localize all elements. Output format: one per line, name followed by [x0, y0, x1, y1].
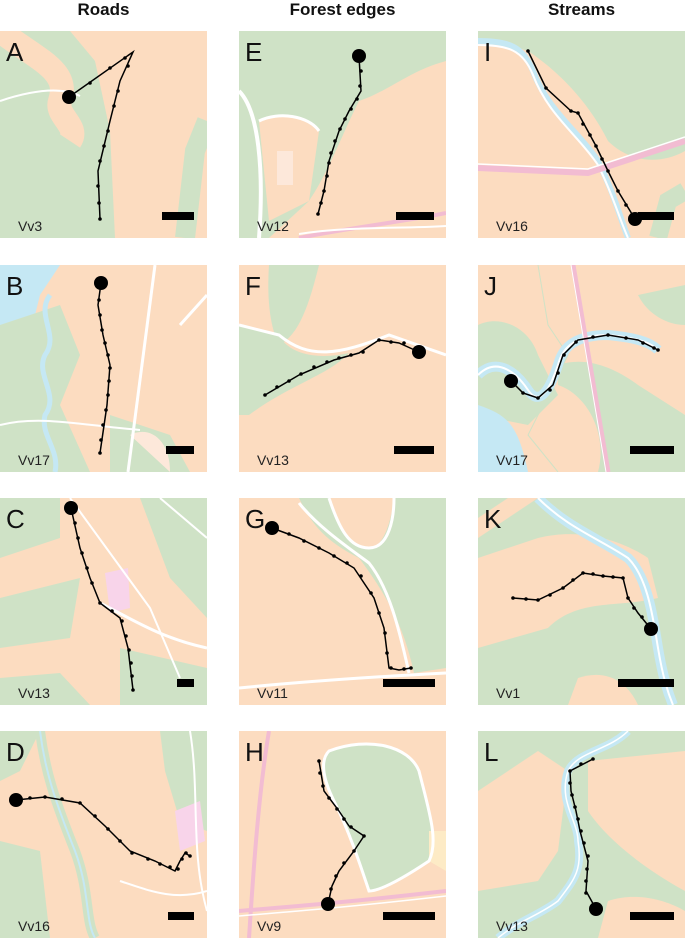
- trajectory-track-e: [316, 49, 366, 216]
- scale-bar: [162, 212, 194, 220]
- panel-letter: D: [6, 737, 25, 767]
- map-panel-a: A Vv3: [0, 31, 207, 238]
- panel-letter: K: [484, 504, 502, 534]
- map-k-svg: [478, 498, 685, 705]
- individual-id: Vv12: [257, 218, 289, 234]
- scale-bar: [394, 446, 434, 454]
- individual-id: Vv11: [257, 685, 288, 701]
- individual-id: Vv17: [496, 452, 528, 468]
- scale-bar: [396, 212, 434, 220]
- map-a-svg: [0, 31, 207, 238]
- map-g-svg: [239, 498, 446, 705]
- column-header-forest-edges: Forest edges: [289, 0, 396, 19]
- trajectory-track-h: [317, 759, 366, 911]
- panel-letter: G: [245, 504, 266, 534]
- column-header-roads: Roads: [77, 0, 130, 19]
- trajectory-track-d: [9, 793, 192, 873]
- scale-bar: [383, 679, 435, 687]
- scale-bar: [383, 912, 435, 920]
- individual-id: Vv3: [18, 218, 43, 234]
- individual-id: Vv13: [257, 452, 289, 468]
- map-i-svg: [478, 31, 685, 238]
- map-panel-e: E Vv12: [239, 31, 446, 238]
- panel-letter: C: [6, 504, 25, 534]
- panel-letter: B: [6, 271, 24, 301]
- map-f-svg: [239, 265, 446, 472]
- scale-bar: [638, 212, 674, 220]
- map-l-svg: [478, 731, 685, 938]
- panel-letter: F: [245, 271, 261, 301]
- trajectory-track-k: [511, 571, 658, 636]
- individual-id: Vv17: [18, 452, 50, 468]
- map-panel-c: C Vv13: [0, 498, 207, 705]
- map-panel-k: K Vv1: [478, 498, 685, 705]
- map-panel-d: D Vv16: [0, 731, 207, 938]
- trajectory-track-g: [265, 521, 413, 671]
- map-d-svg: [0, 731, 207, 938]
- scale-bar: [168, 912, 194, 920]
- individual-id: Vv13: [18, 685, 50, 701]
- trajectory-track-j: [504, 333, 660, 400]
- individual-id: Vv9: [257, 918, 282, 934]
- map-h-svg: [239, 731, 446, 938]
- panel-letter: A: [6, 37, 24, 67]
- individual-id: Vv1: [496, 685, 521, 701]
- map-panel-l: L Vv13: [478, 731, 685, 938]
- panel-letter: L: [484, 737, 499, 767]
- panel-letter: E: [245, 37, 263, 67]
- scale-bar: [166, 446, 194, 454]
- trajectory-track-b: [94, 276, 112, 455]
- map-c-svg: [0, 498, 207, 705]
- trajectory-track-i: [526, 49, 642, 226]
- trajectory-track-f: [263, 338, 426, 397]
- scale-bar: [630, 912, 674, 920]
- individual-id: Vv16: [18, 918, 50, 934]
- trajectory-track-c: [64, 501, 135, 692]
- trajectory-track-a: [62, 49, 135, 221]
- map-panel-i: I Vv16: [478, 31, 685, 238]
- map-panel-g: G Vv11: [239, 498, 446, 705]
- panel-letter: H: [245, 737, 264, 767]
- map-b-svg: [0, 265, 207, 472]
- trajectory-track-l: [568, 757, 603, 916]
- scale-bar: [618, 679, 674, 687]
- panel-letter: J: [484, 271, 497, 301]
- map-panel-b: B Vv17: [0, 265, 207, 472]
- panel-letter: I: [484, 37, 492, 67]
- map-panel-h: H Vv9: [239, 731, 446, 938]
- map-panel-f: F Vv13: [239, 265, 446, 472]
- individual-id: Vv16: [496, 218, 528, 234]
- column-header-streams: Streams: [547, 0, 616, 19]
- scale-bar: [177, 679, 194, 687]
- map-e-svg: [239, 31, 446, 238]
- map-j-svg: [478, 265, 685, 472]
- scale-bar: [630, 446, 674, 454]
- map-panel-j: J Vv17: [478, 265, 685, 472]
- individual-id: Vv13: [496, 918, 528, 934]
